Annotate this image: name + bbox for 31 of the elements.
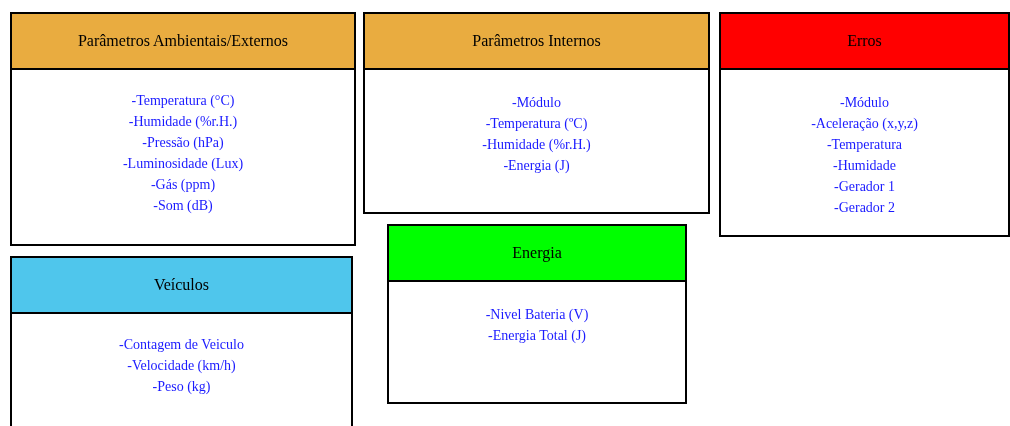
parameter-item: -Pressão (hPa)	[142, 134, 224, 152]
parameter-item: -Gerador 1	[834, 178, 895, 196]
category-card	[363, 12, 710, 214]
parameter-item: -Velocidade (km/h)	[127, 357, 236, 375]
parameter-item: -Nivel Bateria (V)	[485, 306, 589, 324]
parameter-item: -Gás (ppm)	[150, 176, 216, 194]
parameter-item: -Luminosidade (Lux)	[122, 155, 244, 173]
parameter-item: -Som (dB)	[153, 197, 213, 215]
parameter-item: -Gerador 2	[834, 199, 895, 217]
parameter-item: -Módulo	[512, 94, 561, 112]
parameter-item: -Energia Total (J)	[488, 327, 586, 345]
category-card	[387, 224, 687, 404]
category-card	[719, 12, 1010, 237]
parameter-item: -Contagem de Veiculo	[119, 336, 244, 354]
parameter-item: -Aceleração (x,y,z)	[811, 115, 918, 133]
card-heading: Erros	[847, 31, 882, 51]
parameter-item: -Temperatura (ºC)	[485, 115, 588, 133]
parameter-item: -Temperatura	[826, 136, 903, 154]
parameter-item: -Temperatura (°C)	[131, 92, 235, 110]
category-card	[10, 12, 356, 246]
parameter-item: -Peso (kg)	[152, 378, 211, 396]
card-heading: Energia	[512, 243, 562, 264]
card-heading: Parâmetros Ambientais/Externos	[77, 31, 289, 51]
parameter-item: -Humidade	[833, 157, 896, 175]
card-heading: Parâmetros Internos	[472, 31, 601, 51]
parameter-item: -Energia (J)	[503, 157, 570, 175]
category-card	[10, 256, 353, 426]
parameter-item: -Módulo	[840, 94, 889, 112]
parameter-item: -Humidade (%r.H.)	[128, 113, 238, 131]
parameter-item: -Humidade (%r.H.)	[482, 136, 591, 154]
card-heading: Veículos	[153, 275, 210, 295]
